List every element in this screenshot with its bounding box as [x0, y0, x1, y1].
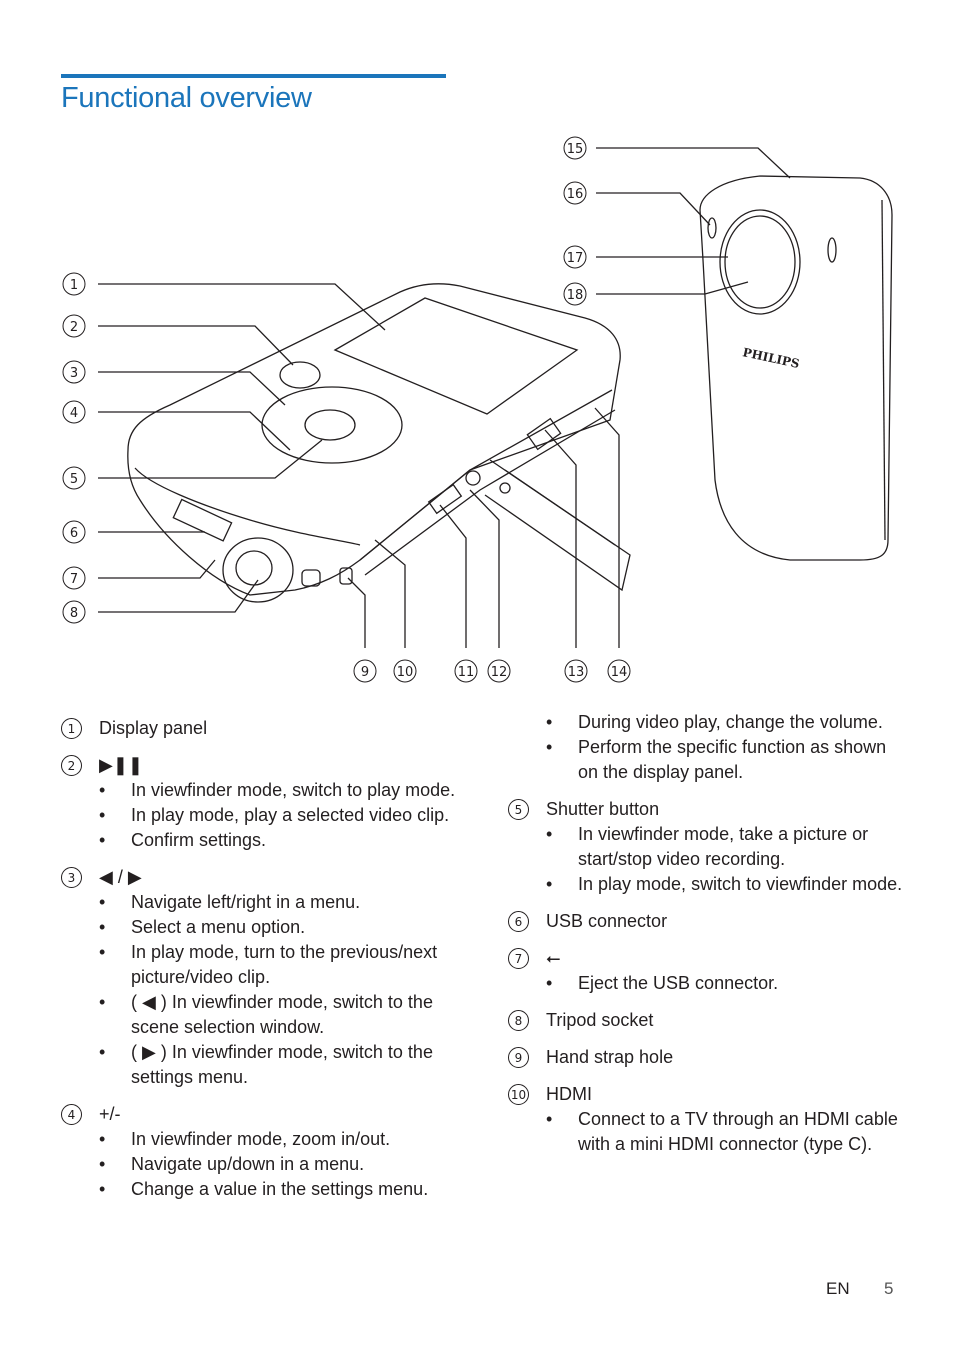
brand-logo: PHILIPS: [741, 345, 800, 371]
item-number: 4: [61, 1104, 82, 1125]
callout-18: 18: [563, 282, 587, 306]
list-item: Confirm settings.: [61, 828, 461, 853]
svg-text:7: 7: [70, 572, 78, 587]
camera-diagram: PHILIPS 1 2 3 4 5 6 7 8 9 10 11 12 13 14…: [62, 136, 893, 683]
callout-2: 2: [62, 314, 86, 338]
left-column: 1 Display panel 2 ▶❚❚ In viewfinder mode, …: [61, 716, 461, 1214]
item-number: 3: [61, 867, 82, 888]
item-label: +/-: [99, 1104, 121, 1124]
list-item: Eject the USB connector.: [508, 971, 908, 996]
item-1: 1 Display panel: [61, 716, 461, 741]
item-10: 10 HDMI Connect to a TV through an HDMI c…: [508, 1082, 908, 1157]
item-number: 5: [508, 799, 529, 820]
item-label: Tripod socket: [546, 1010, 654, 1030]
callout-11: 11: [454, 659, 478, 683]
list-item: Navigate left/right in a menu.: [61, 890, 461, 915]
item-5: 5 Shutter button In viewfinder mode, take…: [508, 797, 908, 897]
svg-text:11: 11: [458, 665, 475, 680]
item-label: Display panel: [99, 718, 208, 738]
svg-text:4: 4: [70, 406, 78, 421]
callout-17: 17: [563, 245, 587, 269]
callout-16: 16: [563, 181, 587, 205]
svg-text:9: 9: [361, 665, 369, 680]
list-item: In play mode, switch to viewfinder mode.: [508, 872, 908, 897]
list-item: ( ▶ ) In viewfinder mode, switch to the …: [61, 1040, 461, 1090]
callout-3: 3: [62, 360, 86, 384]
callout-9: 9: [353, 659, 377, 683]
page-number: 5: [884, 1279, 894, 1298]
item-label: HDMI: [546, 1084, 592, 1104]
svg-text:12: 12: [491, 665, 508, 680]
callout-6: 6: [62, 520, 86, 544]
item-label: Hand strap hole: [546, 1047, 674, 1067]
item-number: 10: [508, 1084, 529, 1105]
footer-language: EN: [826, 1279, 850, 1298]
list-item: In play mode, turn to the previous/next …: [61, 940, 461, 990]
svg-text:5: 5: [70, 472, 78, 487]
play-pause-icon: ▶❚❚: [99, 755, 144, 775]
item-7: 7 ⭠ Eject the USB connector.: [508, 946, 908, 996]
callout-1: 1: [62, 272, 86, 296]
title-rule: [61, 74, 446, 78]
item-number: 9: [508, 1047, 529, 1068]
svg-text:14: 14: [611, 665, 628, 680]
callout-14: 14: [607, 659, 631, 683]
svg-text:2: 2: [70, 320, 78, 335]
item-3: 3 ◀ / ▶ Navigate left/right in a menu. Se…: [61, 865, 461, 1090]
callout-13: 13: [564, 659, 588, 683]
item-4-continued: During video play, change the volume. Pe…: [508, 710, 908, 785]
callout-8: 8: [62, 600, 86, 624]
item-label: Shutter button: [546, 799, 660, 819]
item-6: 6 USB connector: [508, 909, 908, 934]
list-item: Navigate up/down in a menu.: [61, 1152, 461, 1177]
svg-text:6: 6: [70, 526, 78, 541]
list-item: ( ◀ ) In viewfinder mode, switch to the …: [61, 990, 461, 1040]
callout-4: 4: [62, 400, 86, 424]
callout-5: 5: [62, 466, 86, 490]
svg-text:15: 15: [567, 142, 584, 157]
svg-text:16: 16: [567, 187, 584, 202]
list-item: In viewfinder mode, switch to play mode.: [61, 778, 461, 803]
svg-text:1: 1: [70, 278, 78, 293]
list-item: In viewfinder mode, zoom in/out.: [61, 1127, 461, 1152]
list-item: Connect to a TV through an HDMI cable wi…: [508, 1107, 908, 1157]
svg-text:13: 13: [568, 665, 585, 680]
left-right-arrows-icon: ◀ / ▶: [99, 867, 142, 887]
item-number: 6: [508, 911, 529, 932]
list-item: Perform the specific function as shown o…: [508, 735, 908, 785]
callout-15: 15: [563, 136, 587, 160]
svg-text:18: 18: [567, 288, 584, 303]
list-item: Select a menu option.: [61, 915, 461, 940]
callout-markers: 1 2 3 4 5 6 7 8 9 10 11 12 13 14 15 16 1…: [62, 136, 631, 683]
item-4: 4 +/- In viewfinder mode, zoom in/out. Na…: [61, 1102, 461, 1202]
svg-text:17: 17: [567, 251, 584, 266]
right-column: During video play, change the volume. Pe…: [508, 710, 908, 1169]
item-label: USB connector: [546, 911, 668, 931]
item-2: 2 ▶❚❚ In viewfinder mode, switch to play …: [61, 753, 461, 853]
list-item: In viewfinder mode, take a picture or st…: [508, 822, 908, 872]
item-number: 7: [508, 948, 529, 969]
item-number: 8: [508, 1010, 529, 1031]
item-number: 1: [61, 718, 82, 739]
svg-text:8: 8: [70, 606, 78, 621]
item-8: 8 Tripod socket: [508, 1008, 908, 1033]
callout-12: 12: [487, 659, 511, 683]
svg-text:3: 3: [70, 366, 78, 381]
usb-eject-icon: ⭠: [546, 948, 561, 968]
callout-10: 10: [393, 659, 417, 683]
list-item: During video play, change the volume.: [508, 710, 908, 735]
page-title: Functional overview: [61, 82, 312, 114]
item-number: 2: [61, 755, 82, 776]
item-9: 9 Hand strap hole: [508, 1045, 908, 1070]
callout-7: 7: [62, 566, 86, 590]
list-item: In play mode, play a selected video clip…: [61, 803, 461, 828]
svg-text:10: 10: [397, 665, 414, 680]
list-item: Change a value in the settings menu.: [61, 1177, 461, 1202]
